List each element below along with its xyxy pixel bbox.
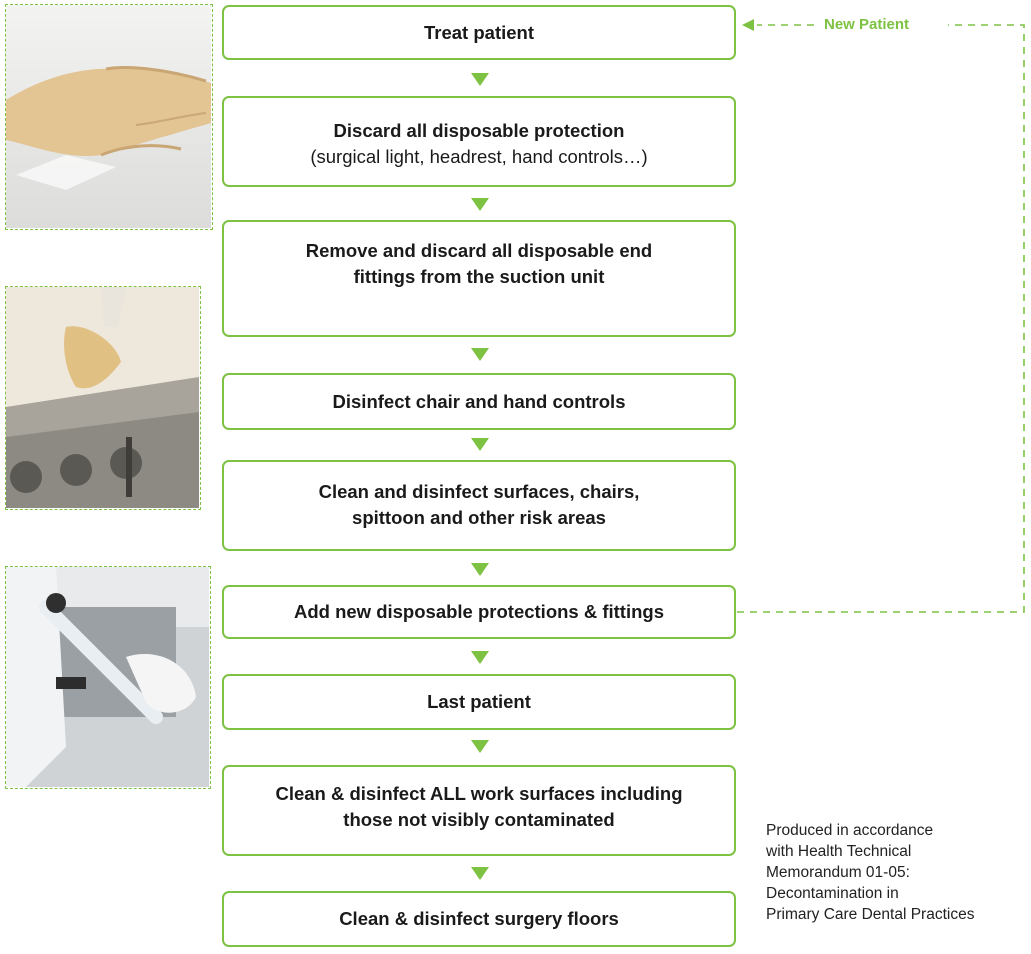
dental-unit-illustration [6,287,199,508]
flow-arrow [471,740,489,753]
photo-suction-tube [5,566,211,789]
glove-wiping-illustration [6,5,211,228]
flow-arrow [471,867,489,880]
step-title-line2: fittings from the suction unit [353,266,605,287]
footnote-line: with Health Technical [766,843,912,860]
step-treat-patient: Treat patient [222,5,736,60]
step-disinfect-chair: Disinfect chair and hand controls [222,373,736,430]
step-title-line1: Clean & disinfect ALL work surfaces incl… [275,783,683,804]
step-title: Discard all disposable protection [333,120,625,141]
step-title: Add new disposable protections & fitting… [293,601,665,622]
step-remove-end-fittings: Remove and discard all disposable end fi… [222,220,736,337]
flow-arrow [471,651,489,664]
step-subtitle: (surgical light, headrest, hand controls… [310,146,648,167]
suction-tube-illustration [6,567,209,787]
step-discard-protection: Discard all disposable protection (surgi… [222,96,736,187]
step-title-line1: Remove and discard all disposable end [305,240,653,261]
flow-arrow [471,73,489,86]
flow-arrow [471,563,489,576]
step-last-patient: Last patient [222,674,736,730]
step-clean-all-work-surfaces: Clean & disinfect ALL work surfaces incl… [222,765,736,856]
new-patient-label: New Patient [824,16,910,33]
footnote-line: Produced in accordance [766,822,934,839]
footnote-line: Memorandum 01-05: [766,864,910,881]
step-add-protections: Add new disposable protections & fitting… [222,585,736,639]
step-clean-surfaces: Clean and disinfect surfaces, chairs, sp… [222,460,736,551]
photo-glove-wiping [5,4,213,230]
step-title: Clean & disinfect surgery floors [339,908,619,929]
step-title-line2: those not visibly contaminated [343,809,615,830]
flow-arrow [471,438,489,451]
footnote-line: Primary Care Dental Practices [766,906,975,923]
step-title-line1: Clean and disinfect surfaces, chairs, [318,481,640,502]
step-title-line2: spittoon and other risk areas [352,507,606,528]
step-title: Disinfect chair and hand controls [332,390,626,412]
step-title: Treat patient [424,21,534,43]
footnote: Produced in accordance with Health Techn… [766,820,974,925]
flow-arrow [471,198,489,211]
step-clean-floors: Clean & disinfect surgery floors [222,891,736,947]
photo-dental-unit [5,286,201,510]
flow-arrow [471,348,489,361]
loop-arrowhead [742,19,754,31]
footnote-line: Decontamination in [766,885,899,902]
step-title: Last patient [427,691,531,712]
